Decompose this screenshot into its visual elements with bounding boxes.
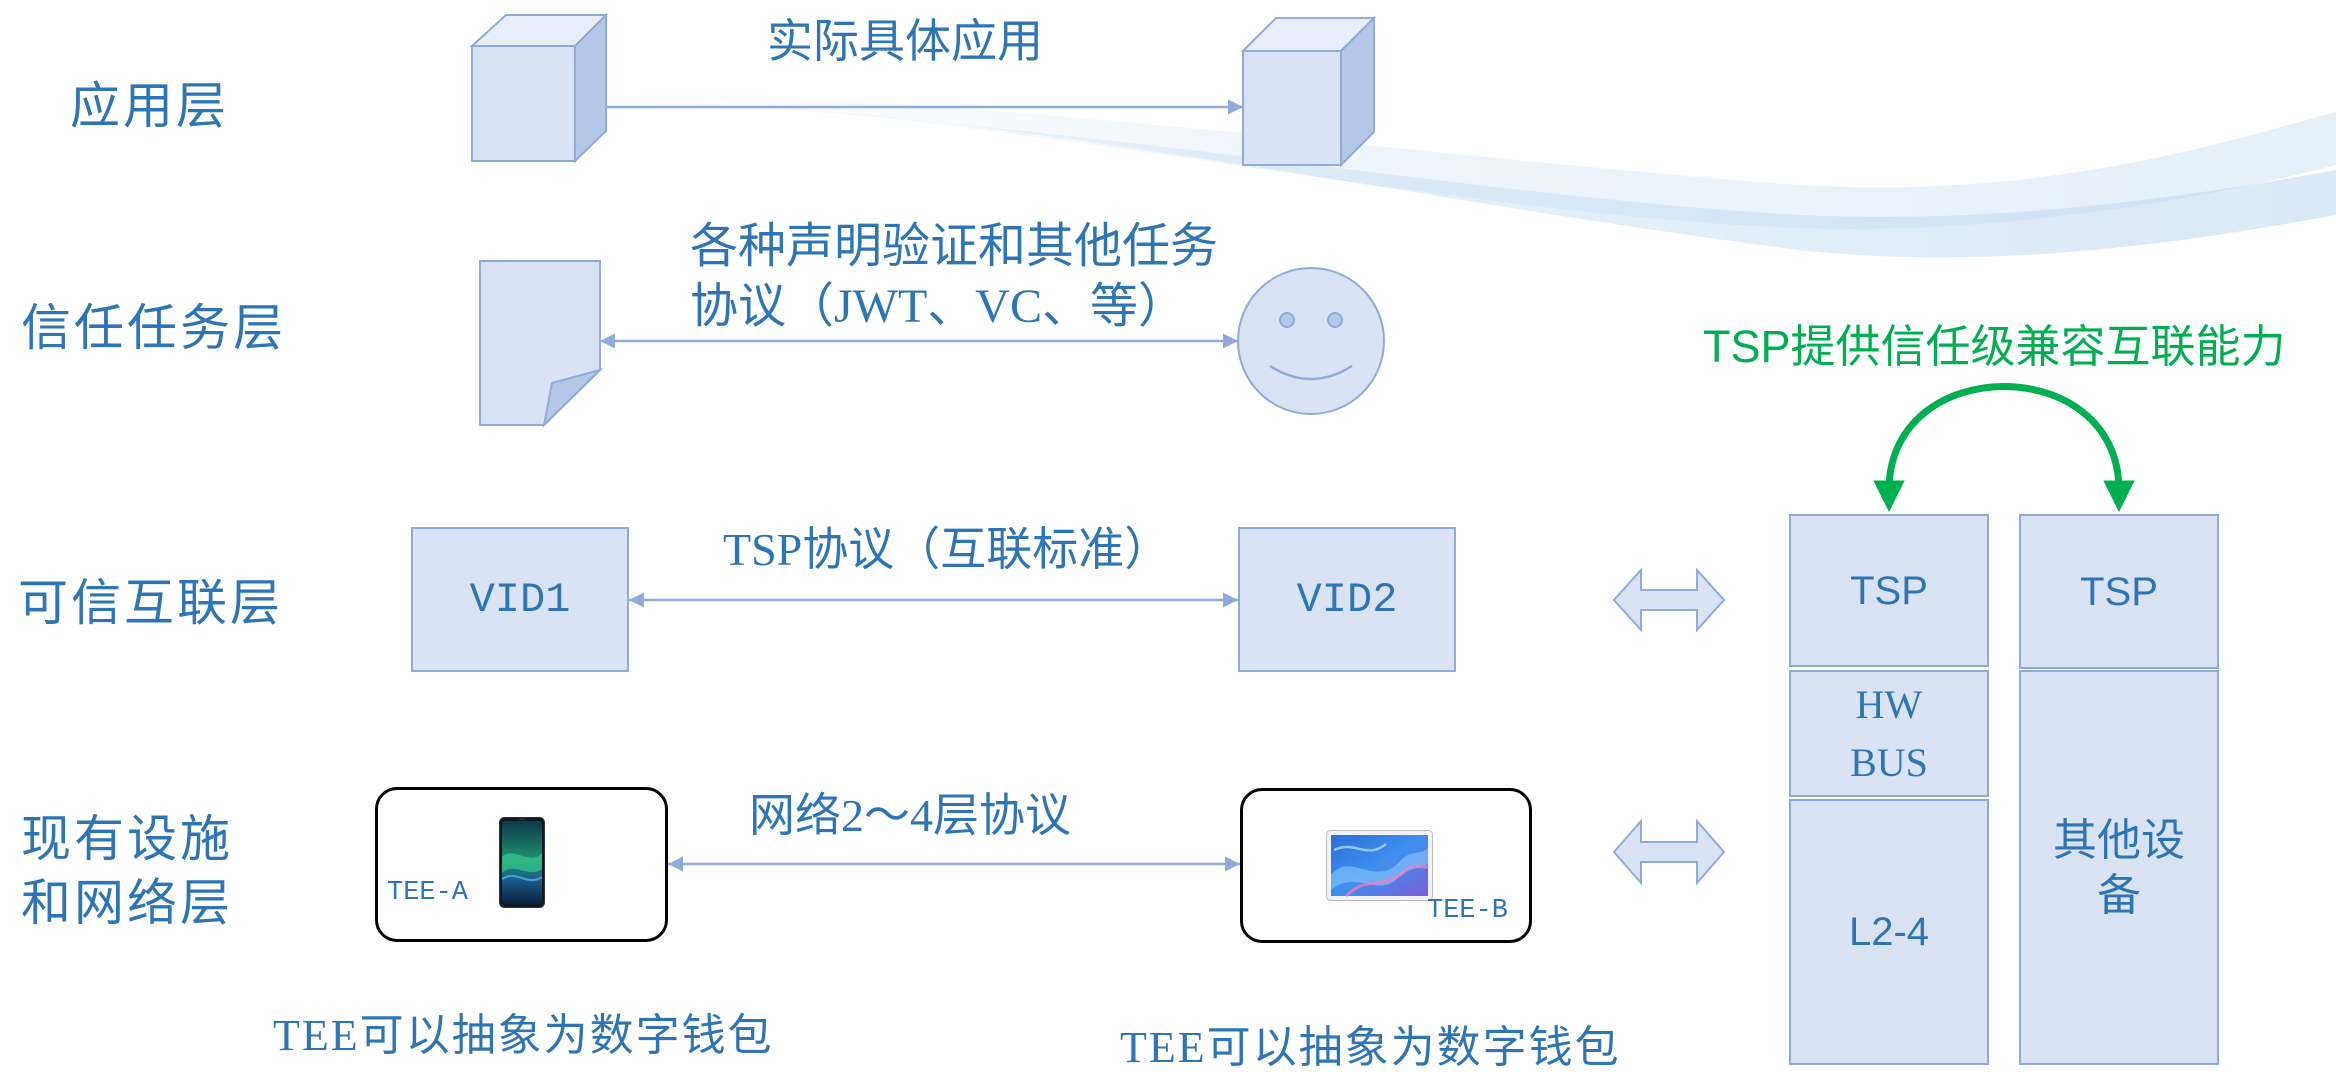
vid2-node: VID2: [1238, 527, 1456, 672]
layer-label-trust-task: 信任任务层: [21, 300, 286, 356]
other-stack-device-label-line1: 其他设: [2053, 815, 2185, 865]
application-node-right-cube-icon: [1240, 15, 1377, 168]
smiley-face-icon: [1237, 267, 1385, 415]
hw-stack-tsp-box: TSP: [1789, 514, 1989, 667]
vid2-label: VID2: [1296, 575, 1398, 624]
trust-task-protocol-label-line2: 协议（JWT、VC、等）: [690, 280, 1186, 333]
document-icon: [479, 260, 604, 428]
layer-label-application: 应用层: [70, 78, 229, 134]
device-frame-tee-a: TEE-A: [375, 787, 668, 942]
other-stack-tsp-box: TSP: [2019, 514, 2219, 669]
vid1-label: VID1: [469, 575, 571, 624]
application-wave-background: [600, 92, 2336, 258]
application-node-left-cube-icon: [469, 12, 609, 164]
curved-double-arrow-icon: [1873, 383, 2135, 513]
layer-label-trusted-interconnect: 可信互联层: [18, 575, 283, 631]
tee-b-label: TEE-B: [1427, 896, 1509, 926]
tablet-icon: [1326, 830, 1433, 901]
hw-stack-bus-box: HW BUS: [1789, 670, 1989, 797]
tee-b-caption: TEE可以抽象为数字钱包: [1120, 1023, 1621, 1072]
phone-icon: [499, 817, 545, 908]
device-frame-tee-b: TEE-B: [1240, 788, 1532, 943]
hw-stack-network-box: L2-4: [1789, 799, 1989, 1065]
layer-label-infrastructure-line1: 现有设施: [21, 811, 233, 867]
interconnect-protocol-label: TSP协议（互联标准）: [723, 524, 1171, 575]
other-stack-tsp-label: TSP: [2080, 569, 2158, 614]
trust-task-protocol-label-line1: 各种声明验证和其他任务: [690, 220, 1219, 273]
network-protocol-label: 网络2～4层协议: [749, 790, 1071, 841]
hw-stack-network-label: L2-4: [1848, 910, 1930, 954]
other-stack-device-label-line2: 备: [2097, 870, 2141, 920]
tee-a-label: TEE-A: [387, 878, 469, 908]
compatibility-caption: TSP提供信任级兼容互联能力: [1703, 321, 2286, 372]
double-arrow-icon: [1612, 818, 1726, 886]
hw-stack-bus-label-line1: HW: [1855, 681, 1923, 727]
hw-stack-bus-label-line2: BUS: [1850, 739, 1928, 785]
double-arrow-icon: [1612, 567, 1726, 633]
vid1-node: VID1: [411, 527, 629, 672]
application-protocol-label: 实际具体应用: [767, 16, 1043, 67]
tee-a-caption: TEE可以抽象为数字钱包: [273, 1011, 774, 1060]
other-stack-device-box: 其他设 备: [2019, 670, 2219, 1065]
hw-stack-tsp-label: TSP: [1850, 568, 1928, 613]
layer-label-infrastructure-line2: 和网络层: [21, 875, 233, 931]
